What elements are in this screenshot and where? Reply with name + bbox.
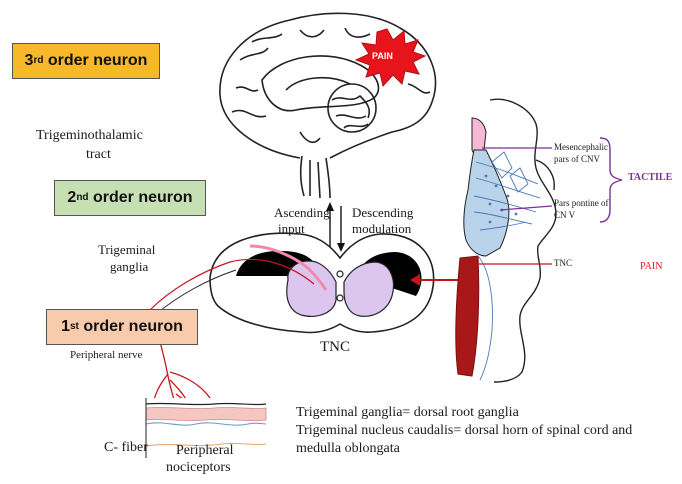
trigeminothalamic-label-line1: Trigeminothalamic [36, 128, 143, 144]
pain-burst-label: PAIN [372, 51, 393, 61]
second-order-neuron-text: order neuron [89, 189, 193, 207]
note-line-1: Trigeminal ganglia= dorsal root ganglia [296, 405, 519, 421]
first-order-neuron-num: 1 [61, 318, 70, 336]
pars-pontine-label-line2: CN V [554, 210, 575, 220]
trigeminothalamic-label-line2: tract [86, 147, 111, 163]
pain-side-label: PAIN [640, 261, 662, 273]
peripheral-nociceptors-label-line1: Peripheral [176, 443, 234, 459]
brainstem-nuclei [456, 118, 540, 380]
descending-modulation-label-line1: Descending [352, 206, 413, 221]
trigeminal-ganglia-label-line1: Trigeminal [98, 243, 155, 258]
trigeminal-ganglia-label-line2: ganglia [110, 260, 148, 275]
tnc-side-label: TNC [554, 258, 572, 268]
third-order-neuron-text: order neuron [43, 52, 147, 70]
pars-pontine-label-line1: Pars pontine of [554, 198, 609, 208]
ascending-input-label-line1: Ascending [274, 206, 330, 221]
descending-arrow [337, 206, 345, 252]
note-line-2: Trigeminal nucleus caudalis= dorsal horn… [296, 423, 632, 439]
c-fiber-label: C- fiber [104, 440, 148, 456]
tactile-label: TACTILE [628, 172, 672, 184]
ascending-input-label-line2: input [278, 222, 305, 237]
mesencephalic-label-line2: pars of CNV [554, 154, 600, 164]
descending-modulation-label-line2: modulation [352, 222, 411, 237]
third-order-neuron-num: 3 [25, 52, 34, 70]
mesencephalic-label-line1: Mesencephalic [554, 142, 608, 152]
second-order-neuron-num: 2 [67, 189, 76, 207]
first-order-neuron-text: order neuron [79, 318, 183, 336]
tnc-center-label: TNC [320, 339, 350, 356]
peripheral-nociceptors-label-line2: nociceptors [166, 460, 231, 476]
peripheral-nerve-label: Peripheral nerve [70, 349, 142, 362]
note-line-3: medulla oblongata [296, 441, 400, 457]
